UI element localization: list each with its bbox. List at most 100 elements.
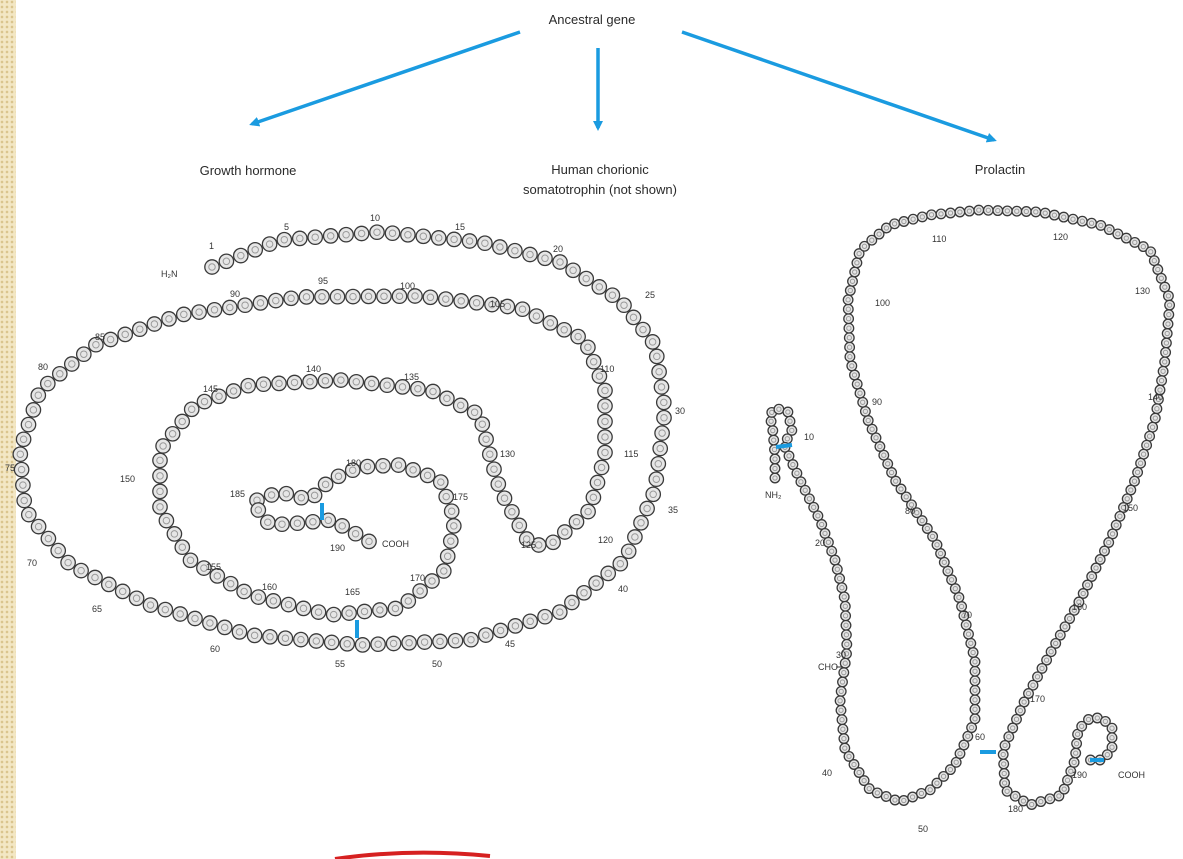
residue-bead-inner (398, 383, 407, 391)
residue-bead-inner (208, 263, 216, 271)
residue-bead (651, 363, 667, 380)
residue-bead (422, 289, 439, 306)
residue-bead (537, 608, 553, 625)
residue-bead (1132, 466, 1144, 478)
gh-num: 100 (400, 281, 415, 291)
residue-bead (261, 236, 278, 252)
residue-bead-inner (1154, 406, 1160, 412)
residue-bead-inner (776, 406, 782, 412)
residue-bead (425, 383, 441, 400)
residue-bead (1044, 793, 1056, 805)
residue-bead (1106, 732, 1118, 744)
residue-bead (353, 225, 370, 242)
residue-bead (394, 379, 411, 395)
residue-bead (849, 266, 861, 278)
residue-bead-inner (772, 475, 778, 481)
residue-bead-inner (843, 632, 850, 638)
residue-bead (653, 379, 670, 395)
residue-bead-inner (465, 237, 474, 245)
residue-bead-inner (582, 274, 590, 283)
residue-bead (356, 603, 373, 620)
prl-num: 150 (1123, 503, 1138, 513)
residue-bead (225, 383, 242, 399)
residue-bead-inner (118, 587, 127, 596)
residue-bead-inner (1164, 330, 1170, 337)
residue-bead-inner (652, 475, 661, 483)
residue-bead-inner (1039, 665, 1045, 672)
residue-bead-inner (34, 522, 43, 531)
residue-bead (564, 594, 580, 611)
residue-bead (452, 397, 469, 414)
residue-bead (1120, 232, 1132, 244)
residue-bead-inner (156, 456, 164, 465)
residue-bead-inner (121, 330, 129, 339)
residue-bead-inner (1140, 243, 1146, 250)
residue-bead-inner (883, 793, 889, 800)
decorative-left-border (0, 0, 16, 859)
gh-num: 165 (345, 587, 360, 597)
residue-bead-inner (854, 260, 860, 266)
prl-residue-numbers: 10 20 30 40 50 60 70 80 90 100 110 120 1… (804, 232, 1163, 834)
residue-bead-inner (1163, 340, 1170, 346)
residue-bead-inner (447, 537, 455, 545)
residue-bead (843, 750, 855, 762)
residue-bead (30, 518, 47, 535)
residue-bead-inner (213, 572, 222, 580)
residue-bead (511, 517, 528, 534)
residue-bead-inner (1071, 759, 1077, 766)
prl-num: 40 (822, 768, 832, 778)
residue-bead-inner (364, 292, 373, 301)
residue-bead-inner (616, 559, 625, 568)
gh-num: 1 (209, 241, 214, 251)
residue-bead (907, 213, 919, 225)
residue-bead (437, 291, 454, 307)
prolactin-chain-guide (770, 210, 1170, 805)
residue-bead-inner (442, 492, 450, 501)
residue-bead (1068, 756, 1080, 768)
residue-bead-inner (806, 496, 813, 502)
residue-bead (1095, 219, 1107, 231)
residue-bead-inner (434, 234, 443, 242)
residue-bead-inner (660, 413, 668, 422)
residue-bead (769, 463, 781, 474)
gh-num: 50 (432, 659, 442, 669)
residue-bead (247, 241, 264, 258)
residue-bead-inner (526, 617, 534, 626)
residue-bead-inner (318, 293, 326, 301)
residue-bead (384, 225, 401, 242)
residue-bead-inner (1140, 451, 1147, 457)
residue-bead (51, 365, 68, 382)
residue-bead (1112, 228, 1124, 240)
residue-bead-inner (842, 613, 849, 619)
residue-bead (1039, 207, 1051, 219)
residue-bead (114, 583, 131, 600)
residue-bead-inner (1010, 725, 1016, 731)
residue-bead-inner (215, 392, 223, 401)
residue-bead-inner (597, 463, 606, 472)
residue-bead (857, 396, 869, 408)
residue-bead (1160, 337, 1172, 349)
residue-bead (344, 462, 361, 479)
residue-bead (791, 467, 803, 479)
residue-bead (1032, 671, 1043, 683)
residue-bead-inner (968, 724, 975, 731)
residue-bead (60, 554, 76, 571)
residue-bead-inner (195, 308, 203, 316)
residue-bead-inner (947, 210, 954, 216)
residue-bead (944, 764, 956, 776)
residue-bead (305, 513, 321, 530)
residue-bead-inner (34, 391, 43, 399)
residue-bead (1027, 679, 1039, 691)
residue-bead (1137, 241, 1149, 253)
residue-bead (838, 733, 850, 745)
prl-num: 110 (932, 234, 946, 244)
residue-bead (1076, 720, 1088, 732)
residue-bead (834, 573, 846, 584)
residue-bead-inner (985, 207, 991, 213)
residue-bead-inner (456, 401, 465, 410)
residue-bead (982, 204, 994, 216)
residue-bead-inner (1155, 396, 1162, 403)
residue-bead (834, 695, 846, 707)
residue-bead-inner (877, 443, 883, 450)
residue-bead-inner (940, 773, 947, 780)
